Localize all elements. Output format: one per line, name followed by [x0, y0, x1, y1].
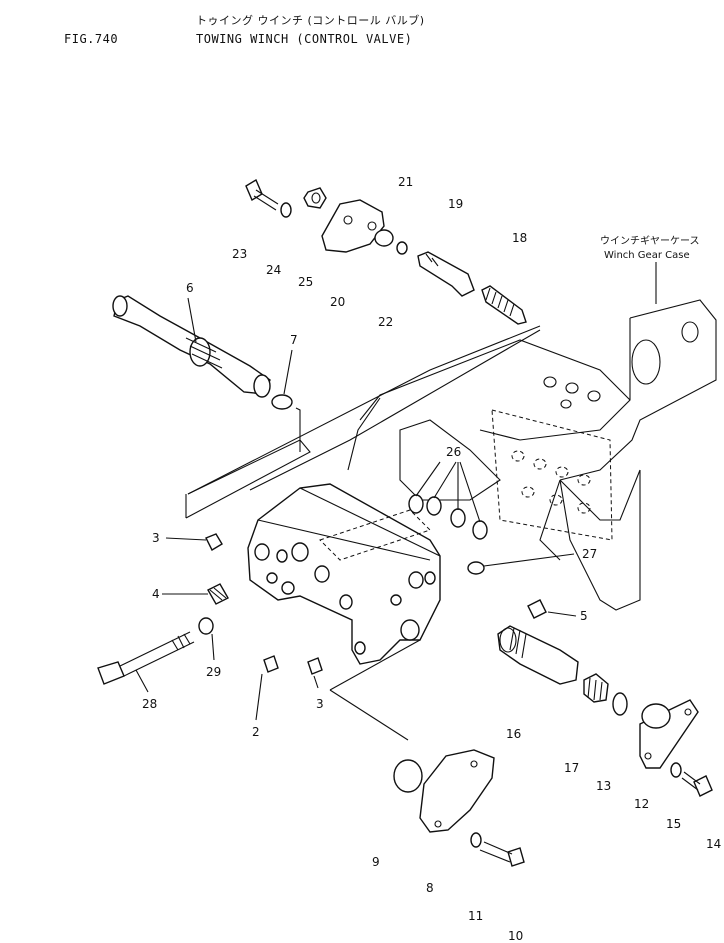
part-number-labels: 2 3 3 4 5 6 7 8 9 10 11 12 13 14 15 16 1…: [142, 175, 721, 943]
part-number-17: 17: [564, 761, 579, 775]
part-26-o-rings: [408, 494, 488, 540]
part-25-nut: [303, 187, 327, 209]
title-japanese: トゥイング ウインチ (コントロール バルブ): [196, 14, 425, 27]
part-13-o-ring: [612, 692, 628, 716]
part-number-28: 28: [142, 697, 157, 711]
assembly-guide-lines: [185, 325, 541, 741]
part-6-spool: [112, 295, 271, 398]
part-number-15: 15: [666, 817, 681, 831]
part-number-22: 22: [378, 315, 393, 329]
part-8-cover: [419, 749, 495, 833]
part-number-11: 11: [468, 909, 483, 923]
part-28-bolt: [97, 631, 195, 685]
part-9-o-ring: [393, 759, 423, 793]
valve-body: [247, 483, 441, 665]
part-3-plug-lower: [307, 657, 323, 675]
part-12-cover: [639, 699, 699, 769]
part-21-ring: [396, 241, 408, 255]
part-10-bolt: [479, 841, 525, 867]
part-number-21: 21: [398, 175, 413, 189]
part-number-5: 5: [580, 609, 588, 623]
part-number-7: 7: [290, 333, 298, 347]
part-17-spring: [583, 673, 609, 703]
part-number-12: 12: [634, 797, 649, 811]
part-number-13: 13: [596, 779, 611, 793]
part-15-washer: [670, 762, 682, 778]
part-5-plug: [527, 599, 547, 619]
part-number-20: 20: [330, 295, 345, 309]
part-number-10: 10: [508, 929, 523, 943]
part-2-plug: [263, 655, 279, 673]
figure-number: FIG.740: [64, 32, 119, 46]
title-english: TOWING WINCH (CONTROL VALVE): [196, 32, 413, 46]
part-number-29: 29: [206, 665, 221, 679]
part-number-3-lower: 3: [316, 697, 324, 711]
part-number-2: 2: [252, 725, 260, 739]
part-16-spool: [497, 625, 579, 685]
part-number-6: 6: [186, 281, 194, 295]
part-14-bolt: [681, 771, 713, 797]
part-number-8: 8: [426, 881, 434, 895]
part-number-14: 14: [706, 837, 721, 851]
part-24-washer: [280, 202, 292, 218]
part-number-23: 23: [232, 247, 247, 261]
part-4-plug: [207, 583, 229, 605]
part-number-9: 9: [372, 855, 380, 869]
part-number-27: 27: [582, 547, 597, 561]
part-18-spring: [481, 285, 527, 325]
winch-gear-case-label-jp: ウインチギヤーケース: [600, 235, 700, 247]
part-number-19: 19: [448, 197, 463, 211]
part-3-plug-upper: [205, 533, 223, 551]
part-number-25: 25: [298, 275, 313, 289]
part-number-26: 26: [446, 445, 461, 459]
leader-lines: [135, 297, 577, 721]
part-number-16: 16: [506, 727, 521, 741]
winch-gear-case-label-en: Winch Gear Case: [604, 250, 690, 261]
winch-gear-case: [347, 262, 717, 611]
part-29-washer: [198, 617, 214, 635]
part-11-washer: [470, 832, 482, 848]
part-19-plug: [417, 251, 475, 297]
part-27-o-ring: [467, 561, 485, 575]
part-number-3-upper: 3: [152, 531, 160, 545]
part-22-o-ring: [374, 229, 394, 247]
part-23-bolt: [245, 178, 279, 211]
part-7-o-ring: [271, 394, 293, 410]
part-number-4: 4: [152, 587, 160, 601]
part-20-cover: [321, 199, 385, 253]
part-number-24: 24: [266, 263, 281, 277]
part-number-18: 18: [512, 231, 527, 245]
